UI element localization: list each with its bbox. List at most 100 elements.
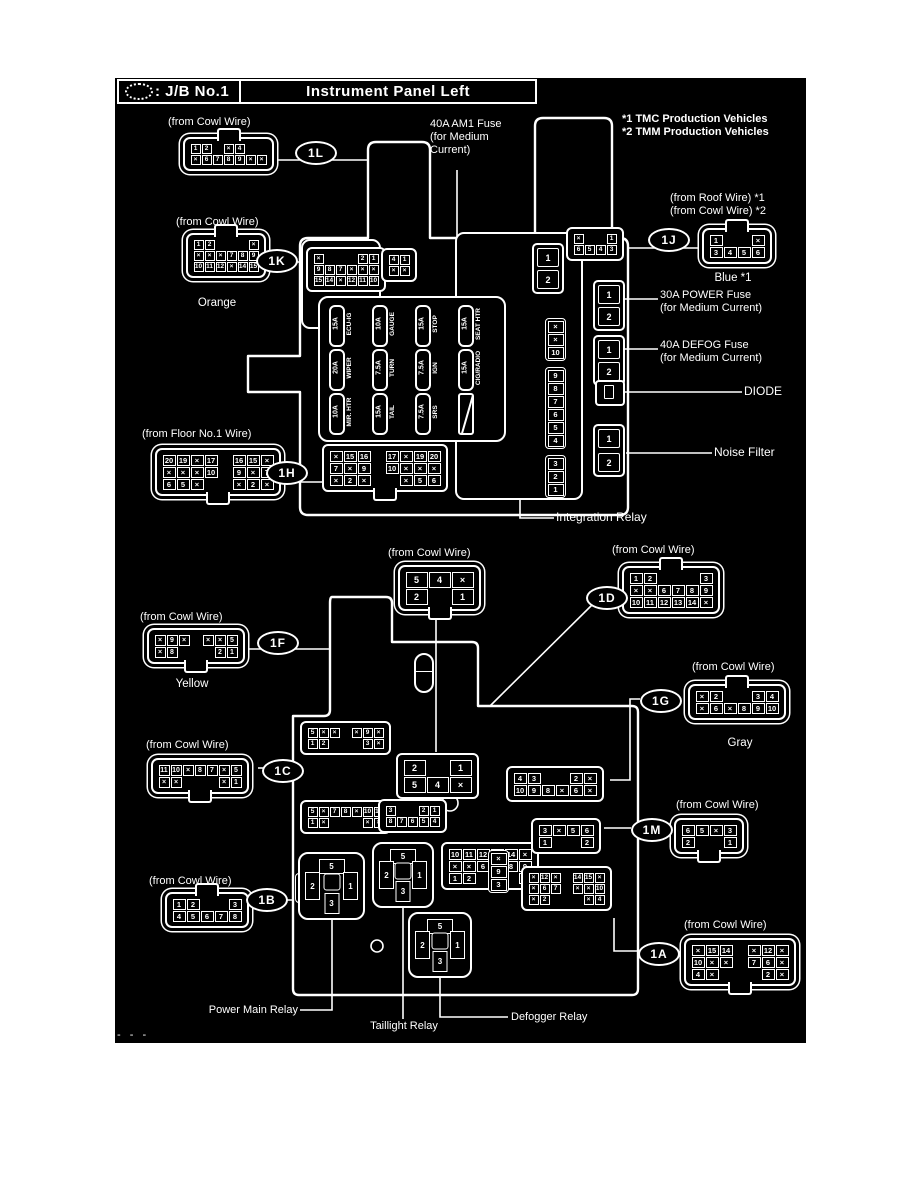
pin-cell <box>734 945 747 956</box>
pin-cell: 13 <box>671 596 685 608</box>
pin-cell: 7 <box>747 956 761 968</box>
pin-cell: × <box>547 320 564 333</box>
fuse-name-label: STOP <box>432 315 439 333</box>
pin-cell: × <box>362 817 373 828</box>
fuse-slot: 15A STOP <box>412 303 455 347</box>
title-bar: : J/B No.1 Instrument Panel Left <box>117 79 537 104</box>
pin-cell: × <box>629 584 643 596</box>
pin-cell: 1 <box>368 253 379 264</box>
pin-cell: 5 <box>307 727 318 738</box>
pin-cell: × <box>346 264 357 275</box>
title-divider <box>239 81 242 102</box>
pin-cell: × <box>490 852 507 865</box>
pin-cell: 6 <box>761 956 775 968</box>
fuse-amp-label: 20A <box>332 361 340 374</box>
pin-cell: 12 <box>215 261 226 272</box>
pin-cell: 12 <box>539 872 550 883</box>
connector-id-1f: 1F <box>257 631 299 655</box>
pin-row: 5×××9× <box>307 727 384 738</box>
pin-cell: × <box>182 764 194 776</box>
pin-cell: × <box>214 634 226 646</box>
pin-cell: 3 <box>538 824 552 836</box>
pin-cell: 9 <box>699 584 713 596</box>
pin-cell: × <box>158 776 170 788</box>
pin-cell: × <box>775 968 789 980</box>
pin-cell: 1 <box>230 776 242 788</box>
fuse-name-label: WIPER <box>346 357 353 379</box>
pin-cell: 2 <box>403 759 426 776</box>
pin-cell: × <box>318 817 329 828</box>
fuse-name-label: CIG/RADIO <box>475 350 482 386</box>
mounting-tab <box>214 224 238 237</box>
pin-cell: × <box>528 894 539 905</box>
pin-cell <box>372 463 385 474</box>
pin-cell <box>710 837 723 848</box>
pin-cell <box>686 573 699 584</box>
defog-fuse-label: 40A DEFOG Fuse (for Medium Current) <box>660 339 763 364</box>
pin-cell: × <box>583 894 594 905</box>
pin-cell: 3 <box>606 244 617 255</box>
pin-cell: 12 <box>346 275 357 286</box>
pin-cell: 4 <box>172 910 186 922</box>
pin-cell: × <box>154 634 166 646</box>
pin-cell: 9 <box>751 702 765 714</box>
pin-cell: × <box>248 239 259 250</box>
pin-cell: 6 <box>709 702 723 714</box>
caption-1m: (from Cowl Wire) <box>676 799 759 811</box>
pin-row: ×××109×7 <box>162 466 274 478</box>
pin-cell: 15 <box>246 454 260 466</box>
pin-cell <box>542 773 555 784</box>
pin-cell: × <box>448 860 462 872</box>
pin-cell <box>325 254 335 264</box>
pin-cell: × <box>176 466 190 478</box>
relay-center-cell <box>323 873 340 891</box>
pin-cell: 12 <box>761 944 775 956</box>
caption-1d: (from Cowl Wire) <box>612 544 695 556</box>
pin-cell: 7 <box>226 250 237 261</box>
pin-cell: 3 <box>709 246 723 258</box>
mounting-tab <box>725 219 749 232</box>
pin-cell: × <box>178 634 190 646</box>
pin-cell: 7 <box>329 806 340 817</box>
pin-cell: 1 <box>226 646 238 658</box>
pin-cell: × <box>583 772 597 784</box>
pin-cell: × <box>775 944 789 956</box>
fuse-capsule <box>458 393 474 435</box>
power-main-relay-label: Power Main Relay <box>208 1004 298 1016</box>
pin-cell: 9 <box>357 462 371 474</box>
pin-cell <box>573 895 583 905</box>
pin-cell: 1 <box>172 898 186 910</box>
pin-cell <box>183 777 194 788</box>
pin-cell: 5 <box>186 910 200 922</box>
pin-cell: 2 <box>418 805 429 816</box>
relay-center-cell <box>394 862 412 880</box>
pin-cell: 12 <box>657 596 671 608</box>
fuse-amp-label: 15A <box>418 317 426 330</box>
pin-cell: 5 <box>547 421 564 434</box>
pin-cell: × <box>550 872 561 883</box>
pin-cell: 4 <box>723 246 737 258</box>
